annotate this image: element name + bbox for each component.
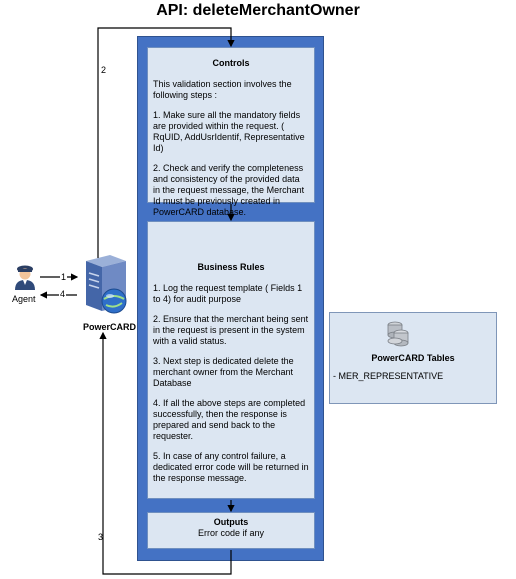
outputs-text: Error code if any [197, 528, 265, 538]
arrow-label-1: 1 [60, 272, 68, 282]
server-label: PowerCARD [83, 322, 137, 332]
outputs-heading: Outputs [213, 517, 249, 527]
tables-heading: PowerCARD Tables [371, 353, 455, 363]
controls-paragraph: 1. Make sure all the mandatory fields ar… [153, 110, 308, 153]
business-rules-paragraph: 1. Log the request template ( Fields 1 t… [153, 283, 305, 304]
tables-item: - MER_REPRESENTATIVE [333, 371, 444, 381]
business-rules-paragraph: 2. Ensure that the merchant being sent i… [153, 314, 311, 346]
business-rules-paragraph: 5. In case of any control failure, a ded… [153, 451, 312, 483]
arrow-label-2: 2 [101, 65, 107, 75]
business-rules-heading: Business Rules [197, 262, 265, 272]
business-rules-paragraph: 3. Next step is dedicated delete the mer… [153, 356, 297, 388]
business-rules-box: Business Rules 1. Log the request templa… [147, 221, 315, 499]
outputs-box: Outputs Error code if any [147, 512, 315, 549]
agent-icon [15, 265, 35, 290]
powercard-tables-box: PowerCARD Tables - MER_REPRESENTATIVE [329, 312, 497, 404]
arrow-3 [99, 331, 232, 575]
diagram-title: API: deleteMerchantOwner [156, 2, 360, 19]
arrow-2 [97, 27, 235, 258]
server-icon [86, 255, 127, 314]
business-rules-paragraph: 4. If all the above steps are completed … [153, 398, 308, 441]
agent-label: Agent [12, 294, 36, 304]
controls-heading: Controls [212, 58, 250, 68]
arrow-label-4: 4 [59, 289, 67, 299]
controls-paragraph: This validation section involves the fol… [153, 79, 295, 100]
controls-box: Controls This validation section involve… [147, 47, 315, 217]
arrow-label-3: 3 [98, 532, 104, 542]
controls-paragraph: 2. Check and verify the completeness and… [153, 163, 307, 217]
database-icon [387, 321, 409, 347]
